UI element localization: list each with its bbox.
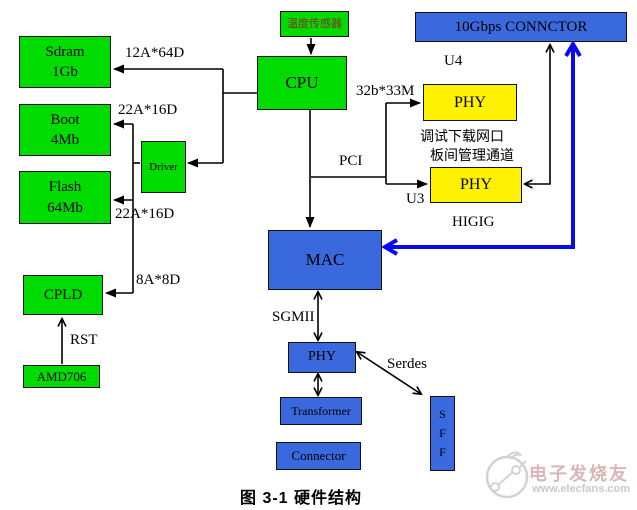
u3-label: U3 xyxy=(406,191,425,207)
figure-caption: 图 3-1 硬件结构 xyxy=(240,490,363,507)
phy-sgmii-block: PHY xyxy=(288,342,356,373)
flash-bus-label: 22A*16D xyxy=(115,206,175,222)
sgmii-label: SGMII xyxy=(272,309,315,325)
connector-block: Connector xyxy=(276,442,361,470)
sff-block: S F F xyxy=(430,396,455,471)
amd706-block: AMD706 xyxy=(23,365,100,388)
board-mgmt-label: 板间管理通道 xyxy=(430,149,514,164)
mac-block: MAC xyxy=(268,230,382,290)
watermark-url: www.elecfans.com xyxy=(532,483,631,495)
phy-u3-block: PHY xyxy=(430,167,522,203)
boot-bus-label: 22A*16D xyxy=(118,102,178,118)
cpld-bus-label: 8A*8D xyxy=(136,272,181,288)
elecfans-watermark: 电子发烧友 www.elecfans.com xyxy=(480,447,637,502)
rst-label: RST xyxy=(70,332,98,348)
driver-block: Driver xyxy=(141,141,186,193)
connector-10gbps-block: 10Gbps CONNCTOR xyxy=(415,12,627,42)
temp-sensor-block: 温度传感器 xyxy=(280,11,349,37)
pci-label: PCI xyxy=(339,153,363,169)
cpld-block: CPLD xyxy=(23,275,103,315)
elecfans-logo xyxy=(485,451,529,499)
sdram-block: Sdram 1Gb xyxy=(19,36,111,88)
pci-bus-label: 32b*33M xyxy=(356,83,415,99)
boot-block: Boot 4Mb xyxy=(19,104,111,156)
transformer-block: Transformer xyxy=(280,397,362,425)
flash-block: Flash 64Mb xyxy=(19,171,111,224)
u4-label: U4 xyxy=(444,53,463,69)
higig-label: HIGIG xyxy=(452,214,495,230)
phy-u4-block: PHY xyxy=(423,84,517,121)
serdes-label: Serdes xyxy=(387,356,427,372)
debug-port-label: 调试下载网口 xyxy=(420,130,504,145)
cpu-block: CPU xyxy=(257,56,347,110)
watermark-brand: 电子发烧友 xyxy=(529,464,629,484)
sdram-bus-label: 12A*64D xyxy=(125,45,185,61)
